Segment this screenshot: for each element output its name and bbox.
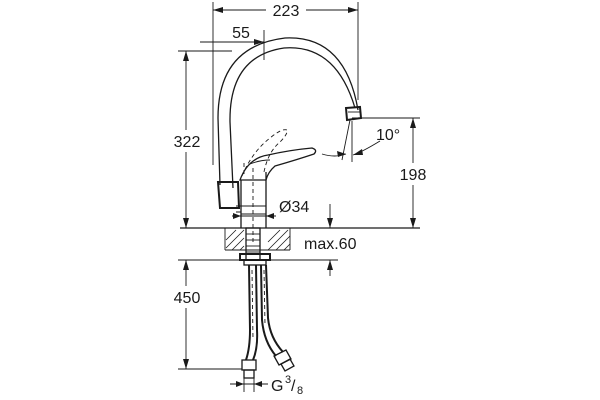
dimension-angle-10: 10° [321,119,400,162]
thread-label-denominator: 8 [297,385,303,397]
dimension-label-10-degrees: 10° [376,127,400,144]
faucet-lever [239,129,317,181]
mounting-shank [239,227,271,266]
faucet-body [236,168,267,245]
thread-label-prefix: G [271,378,283,395]
countertop [180,227,420,251]
dimension-198: 198 [352,117,432,228]
dimension-diameter-34: Ø34 [232,199,309,219]
dimension-label-450: 450 [174,290,201,307]
dimension-322: 322 [167,50,232,228]
dimension-55: 55 [200,25,265,60]
dimension-label-55: 55 [232,25,250,42]
dimension-label-diameter-34: Ø34 [279,199,309,216]
dimension-label-322: 322 [174,134,201,151]
faucet-spout [216,37,363,209]
dimension-223: 223 [212,0,359,165]
dimension-thread: G 3 / 8 [230,374,303,397]
dimension-label-223: 223 [273,3,300,20]
dimension-label-198: 198 [400,167,427,184]
dimension-450: 450 [167,259,242,370]
flexible-hoses [241,264,295,379]
thread-label-slash: / [291,378,296,395]
thread-label-numerator: 3 [285,374,291,386]
dimension-label-max-60: max.60 [304,236,357,253]
dimension-max-60: max.60 [270,204,357,276]
